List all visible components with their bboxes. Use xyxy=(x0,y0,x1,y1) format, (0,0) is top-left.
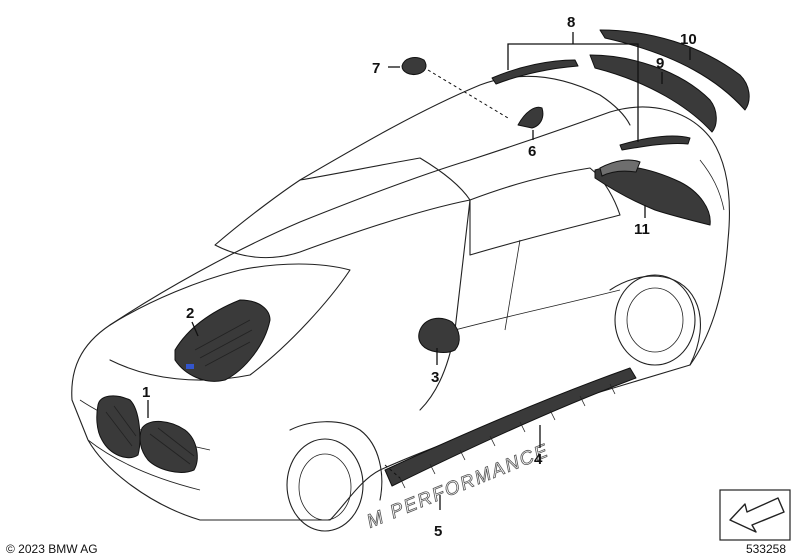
rear-diffuser[interactable] xyxy=(594,159,711,226)
callout-3: 3 xyxy=(431,369,439,386)
side-skirt[interactable] xyxy=(384,367,637,489)
arrow-icon[interactable] xyxy=(719,489,791,541)
shark-fin-antenna[interactable] xyxy=(517,106,544,129)
callout-10: 10 xyxy=(680,31,697,48)
callout-6: 6 xyxy=(528,143,536,160)
diagram-id: 533258 xyxy=(745,542,786,556)
spoiler-extension[interactable] xyxy=(599,29,750,111)
kidney-grille[interactable] xyxy=(96,395,198,473)
leader-lines xyxy=(147,32,691,510)
callout-5: 5 xyxy=(434,523,442,540)
callout-8: 8 xyxy=(567,14,575,31)
engine-cover[interactable] xyxy=(174,299,271,382)
callout-labels: 1 2 3 4 5 6 7 8 9 10 11 xyxy=(142,14,697,540)
callout-9: 9 xyxy=(656,55,664,72)
rear-spoiler[interactable] xyxy=(589,54,717,133)
callout-7: 7 xyxy=(372,60,380,77)
mirror-cap[interactable] xyxy=(418,317,460,353)
callout-11: 11 xyxy=(634,221,650,238)
copyright-text: © 2023 BMW AG xyxy=(6,542,98,556)
roof-trim-strips[interactable] xyxy=(491,59,691,151)
car-outline xyxy=(71,75,730,532)
small-emblem[interactable] xyxy=(401,57,427,75)
callout-4: 4 xyxy=(534,451,543,468)
callout-1: 1 xyxy=(142,384,150,401)
callout-2: 2 xyxy=(186,305,194,322)
